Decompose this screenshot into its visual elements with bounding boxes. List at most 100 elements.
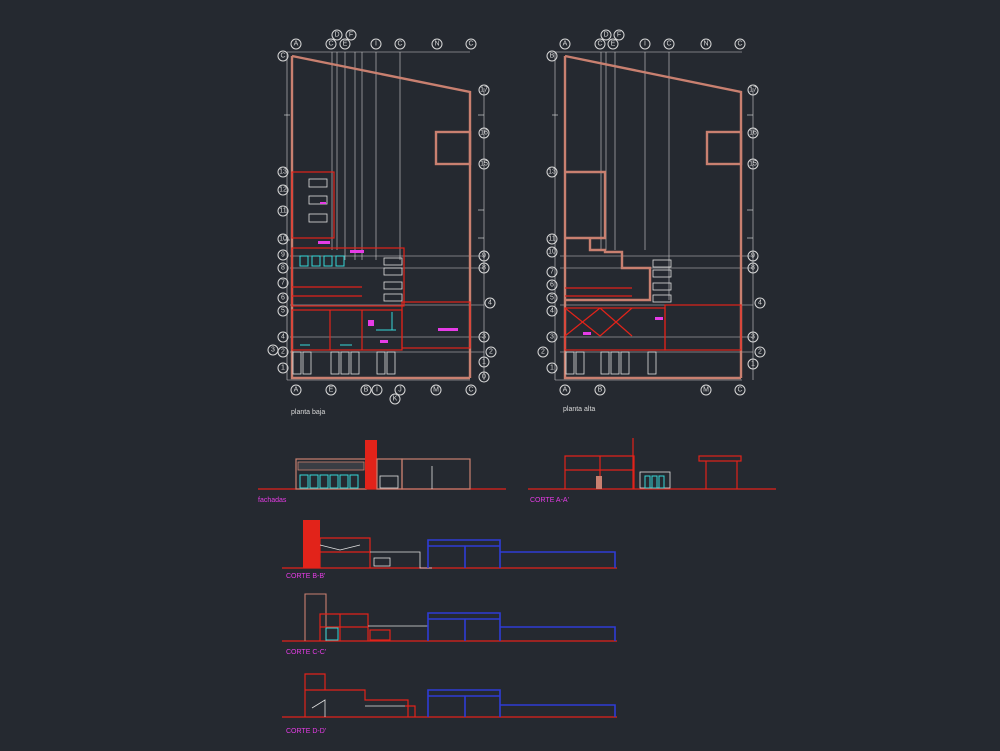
grid-bubble-left-10: 2 bbox=[537, 346, 549, 358]
svg-text:I: I bbox=[644, 41, 646, 48]
svg-text:10: 10 bbox=[548, 249, 556, 256]
grid-bubble-left-13: 2 bbox=[277, 346, 289, 358]
grid-bubble-bottom-2: B bbox=[594, 384, 606, 396]
svg-text:13: 13 bbox=[279, 169, 287, 176]
grid-bubble-right-5: 8 bbox=[478, 262, 490, 274]
svg-text:15: 15 bbox=[480, 161, 488, 168]
svg-text:A: A bbox=[563, 387, 568, 394]
section-a-a: CORTE A-A' bbox=[528, 438, 776, 504]
svg-text:K: K bbox=[393, 396, 398, 403]
svg-text:E: E bbox=[611, 41, 616, 48]
upper-plan-left-bubbles: B 13 11 10 7 6 5 4 3 2 1 bbox=[537, 50, 558, 374]
upper-plan-built-area bbox=[564, 170, 742, 375]
svg-text:E: E bbox=[329, 387, 334, 394]
grid-bubble-top-5: F bbox=[613, 29, 625, 41]
grid-bubble-left-3: 12 bbox=[277, 184, 289, 196]
grid-bubble-right-3: 15 bbox=[747, 158, 759, 170]
svg-text:C: C bbox=[468, 387, 473, 394]
svg-text:F: F bbox=[617, 32, 621, 39]
grid-bubble-bottom-1: A bbox=[559, 384, 571, 396]
grid-bubble-left-8: 7 bbox=[277, 277, 289, 289]
grid-bubble-right-1: 17 bbox=[478, 84, 490, 96]
grid-bubble-bottom-4: C bbox=[734, 384, 746, 396]
svg-text:C: C bbox=[737, 387, 742, 394]
svg-text:I: I bbox=[376, 387, 378, 394]
svg-text:F: F bbox=[349, 32, 353, 39]
grid-bubble-top-6: I bbox=[370, 38, 382, 50]
svg-text:1: 1 bbox=[281, 365, 285, 372]
svg-text:1: 1 bbox=[751, 361, 755, 368]
svg-text:M: M bbox=[433, 387, 439, 394]
upper-plan-label: planta alta bbox=[563, 406, 595, 413]
section-b-b: CORTE B-B' bbox=[282, 520, 617, 580]
section-d-d: CORTE D-D' bbox=[282, 673, 617, 735]
svg-text:9: 9 bbox=[281, 252, 285, 259]
svg-text:A: A bbox=[294, 387, 299, 394]
svg-text:D: D bbox=[603, 32, 608, 39]
ground-plan-top-bubbles: A C D E F I C N C bbox=[290, 29, 477, 50]
upper-plan-bottom-bubbles: A B M C bbox=[559, 384, 746, 396]
grid-bubble-left-6: 9 bbox=[277, 249, 289, 261]
svg-text:C: C bbox=[737, 41, 742, 48]
svg-text:C: C bbox=[280, 53, 285, 60]
grid-bubble-left-5: 7 bbox=[546, 266, 558, 278]
upper-plan-notch bbox=[705, 130, 743, 166]
grid-bubble-right-4: 9 bbox=[478, 250, 490, 262]
svg-text:4: 4 bbox=[758, 300, 762, 307]
grid-bubble-top-2: C bbox=[325, 38, 337, 50]
svg-text:8: 8 bbox=[281, 265, 285, 272]
grid-bubble-right-2: 16 bbox=[747, 127, 759, 139]
svg-text:4: 4 bbox=[281, 334, 285, 341]
section-c-c: CORTE C-C' bbox=[282, 593, 617, 656]
svg-text:E: E bbox=[343, 41, 348, 48]
svg-text:1: 1 bbox=[482, 359, 486, 366]
grid-bubble-left-11: 1 bbox=[546, 362, 558, 374]
grid-bubble-left-4: 11 bbox=[277, 205, 289, 217]
grid-bubble-bottom-8: C bbox=[465, 384, 477, 396]
grid-bubble-right-10: 0 bbox=[478, 371, 490, 383]
svg-text:15: 15 bbox=[749, 161, 757, 168]
grid-bubble-left-14: 1 bbox=[277, 362, 289, 374]
grid-bubble-right-1: 17 bbox=[747, 84, 759, 96]
ground-plan-left-bubbles: C 13 12 11 10 9 8 7 6 5 4 3 2 1 bbox=[267, 50, 289, 374]
svg-text:2: 2 bbox=[541, 349, 545, 356]
svg-text:16: 16 bbox=[749, 130, 757, 137]
grid-bubble-top-7: C bbox=[663, 38, 675, 50]
grid-bubble-right-6: 4 bbox=[484, 297, 496, 309]
section-a-label: CORTE A-A' bbox=[530, 497, 569, 504]
grid-bubble-left-5: 10 bbox=[277, 233, 289, 245]
grid-bubble-left-1: C bbox=[277, 50, 289, 62]
grid-bubble-top-5: F bbox=[345, 29, 357, 41]
upper-floor-plan: A C D E F I C N C A B M C B 13 11 10 7 6… bbox=[537, 29, 766, 413]
ground-plan-bottom-bubbles: A E B I J K M C bbox=[290, 384, 477, 405]
ground-plan-perimeter bbox=[290, 54, 472, 380]
svg-text:7: 7 bbox=[550, 269, 554, 276]
svg-text:M: M bbox=[703, 387, 709, 394]
svg-text:I: I bbox=[375, 41, 377, 48]
ground-plan-notch bbox=[434, 130, 472, 166]
svg-text:C: C bbox=[468, 41, 473, 48]
svg-text:J: J bbox=[398, 387, 402, 394]
svg-text:C: C bbox=[328, 41, 333, 48]
svg-text:N: N bbox=[434, 41, 439, 48]
svg-text:4: 4 bbox=[550, 308, 554, 315]
grid-bubble-right-4: 9 bbox=[747, 250, 759, 262]
svg-text:C: C bbox=[597, 41, 602, 48]
grid-bubble-right-7: 3 bbox=[747, 331, 759, 343]
facade-windows bbox=[299, 474, 399, 489]
grid-bubble-bottom-5: J bbox=[394, 384, 406, 396]
grid-bubble-right-8: 2 bbox=[754, 346, 766, 358]
grid-bubble-left-11: 4 bbox=[277, 331, 289, 343]
grid-bubble-left-4: 10 bbox=[546, 246, 558, 258]
svg-text:9: 9 bbox=[482, 253, 486, 260]
grid-bubble-left-9: 6 bbox=[277, 292, 289, 304]
grid-bubble-right-3: 15 bbox=[478, 158, 490, 170]
svg-text:C: C bbox=[397, 41, 402, 48]
svg-text:B: B bbox=[550, 53, 555, 60]
grid-bubble-top-2: C bbox=[594, 38, 606, 50]
grid-bubble-bottom-6: K bbox=[389, 393, 401, 405]
svg-text:4: 4 bbox=[488, 300, 492, 307]
grid-bubble-top-1: A bbox=[290, 38, 302, 50]
upper-plan-dimension-ticks bbox=[552, 114, 753, 239]
grid-bubble-right-2: 16 bbox=[478, 127, 490, 139]
